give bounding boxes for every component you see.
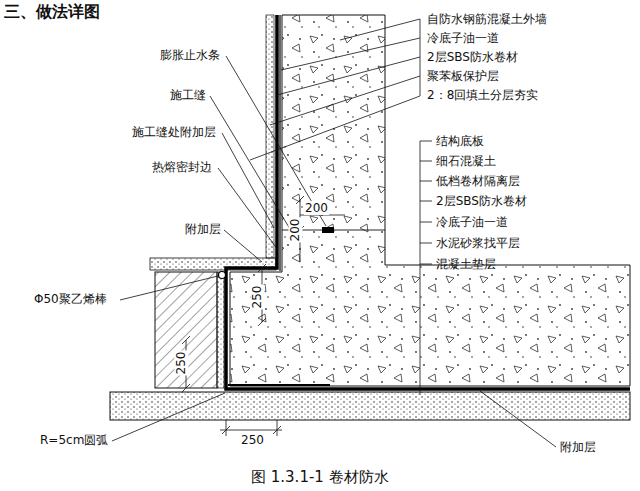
dimension: 250 [240, 433, 265, 447]
callout-label: 结构底板 [436, 134, 484, 148]
leader-tick [420, 222, 432, 223]
callout-label: 水泥砂浆找平层 [436, 236, 520, 250]
leader-tick [420, 264, 432, 265]
callout-label: R=5cm圆弧 [40, 433, 108, 447]
dimension: 200 [288, 218, 302, 243]
pe-rod [219, 272, 226, 279]
leader-tick [420, 201, 432, 202]
leader [210, 96, 290, 229]
callout-label: 2层SBS防水卷材 [427, 50, 518, 64]
dim-line [220, 430, 282, 431]
dimension: 200 [304, 201, 329, 215]
waterproof-membrane [226, 15, 630, 389]
callout-label: 附加层 [560, 440, 596, 454]
callout-label: 附加层 [185, 222, 221, 236]
callout-label: 低档卷材隔离层 [436, 174, 520, 188]
leader-tick [420, 161, 432, 162]
dimension: 250 [174, 351, 188, 376]
dimension: 250 [250, 285, 264, 310]
leader-tick [420, 141, 432, 142]
leader-tick [420, 243, 432, 244]
callout-label: 细石混凝土 [436, 154, 496, 168]
callout-label: 冷底子油一道 [427, 31, 499, 45]
leader [480, 391, 556, 447]
leader [270, 76, 420, 125]
callout-label: 混凝土垫层 [436, 257, 496, 271]
expansion-strip [322, 227, 334, 233]
leader [250, 96, 420, 160]
dim-tick [296, 196, 304, 204]
leader [218, 168, 278, 250]
membrane-second [279, 15, 280, 271]
leader [224, 230, 262, 262]
dim-tick [258, 318, 266, 326]
dimensions [182, 196, 345, 436]
leader [120, 276, 218, 300]
figure-caption: 图 1.3.1-1 卷材防水 [251, 468, 389, 486]
page-title: 三、做法详图 [4, 2, 100, 21]
leader [222, 133, 274, 228]
dim-ext [277, 420, 278, 436]
additional-layer [228, 384, 330, 386]
dim-tick [222, 426, 230, 434]
dim-ext [226, 420, 227, 436]
leader [340, 19, 420, 40]
callout-label: 2：8回填土分层夯实 [427, 88, 538, 102]
callout-label: 施工缝 [170, 88, 206, 102]
callout-label: 冷底子油一道 [436, 215, 508, 229]
callout-label: 2层SBS防水卷材 [436, 194, 527, 208]
leader [112, 393, 225, 441]
protective-side [217, 272, 224, 388]
polystyrene-board [266, 15, 274, 258]
leaders [112, 19, 556, 447]
callout-label: 膨胀止水条 [160, 48, 220, 62]
callout-label: 聚苯板保护层 [427, 69, 499, 83]
leader-tick [420, 181, 432, 182]
concrete-wall-slab [230, 15, 630, 386]
leader [277, 57, 420, 95]
concrete-bed [110, 392, 630, 420]
structure [110, 15, 630, 420]
dim-tick [258, 264, 266, 272]
callout-label: 自防水钢筋混凝土外墙 [427, 12, 547, 26]
dim-tick [182, 384, 190, 392]
leader [281, 38, 420, 70]
callout-label: Φ50聚乙烯棒 [34, 292, 107, 306]
dim-tick [182, 336, 190, 344]
dim-tick [273, 426, 281, 434]
callout-label: 施工缝处附加层 [132, 125, 216, 139]
callout-label: 热熔密封边 [152, 160, 212, 174]
leader [420, 141, 421, 395]
